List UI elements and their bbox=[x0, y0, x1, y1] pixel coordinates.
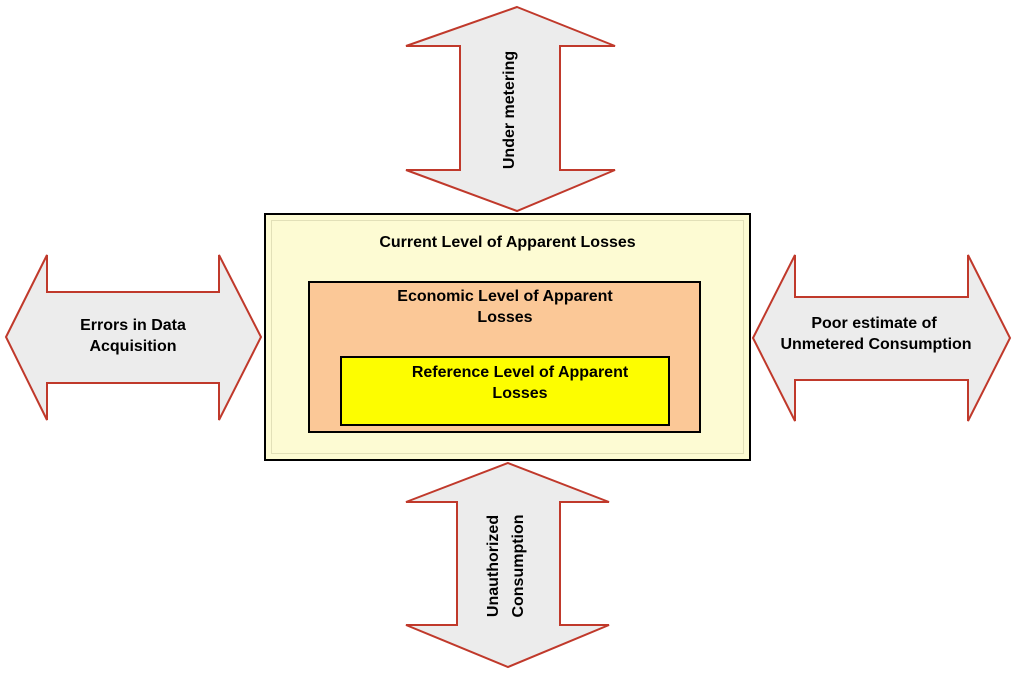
left-arrow-label-line2: Acquisition bbox=[89, 338, 176, 355]
right-arrow-label-line1: Poor estimate of bbox=[811, 315, 937, 332]
left-arrow-label-line1: Errors in Data bbox=[80, 317, 186, 334]
left-double-arrow bbox=[4, 254, 263, 421]
top-double-arrow bbox=[405, 5, 616, 213]
current-level-title: Current Level of Apparent Losses bbox=[379, 234, 636, 251]
economic-level-title-line1: Economic Level of Apparent bbox=[397, 288, 613, 305]
economic-level-title-line2: Losses bbox=[477, 309, 533, 326]
bottom-arrow-label-line1: Unauthorized bbox=[485, 515, 502, 617]
bottom-arrow-label-line2: Consumption bbox=[510, 514, 527, 617]
bottom-double-arrow bbox=[405, 461, 610, 669]
reference-level-title-line2: Losses bbox=[492, 385, 548, 402]
reference-level-title-line1: Reference Level of Apparent bbox=[411, 364, 629, 381]
current-level-inner-border bbox=[271, 220, 744, 454]
right-arrow-label-line2: Unmetered Consumption bbox=[780, 336, 971, 353]
top-arrow-label: Under metering bbox=[501, 51, 518, 169]
reference-level-box bbox=[340, 356, 670, 426]
right-double-arrow bbox=[751, 254, 1012, 422]
reference-level-title: Reference Level of Apparent Losses bbox=[370, 362, 670, 404]
economic-level-title: Economic Level of Apparent Losses bbox=[330, 286, 680, 328]
